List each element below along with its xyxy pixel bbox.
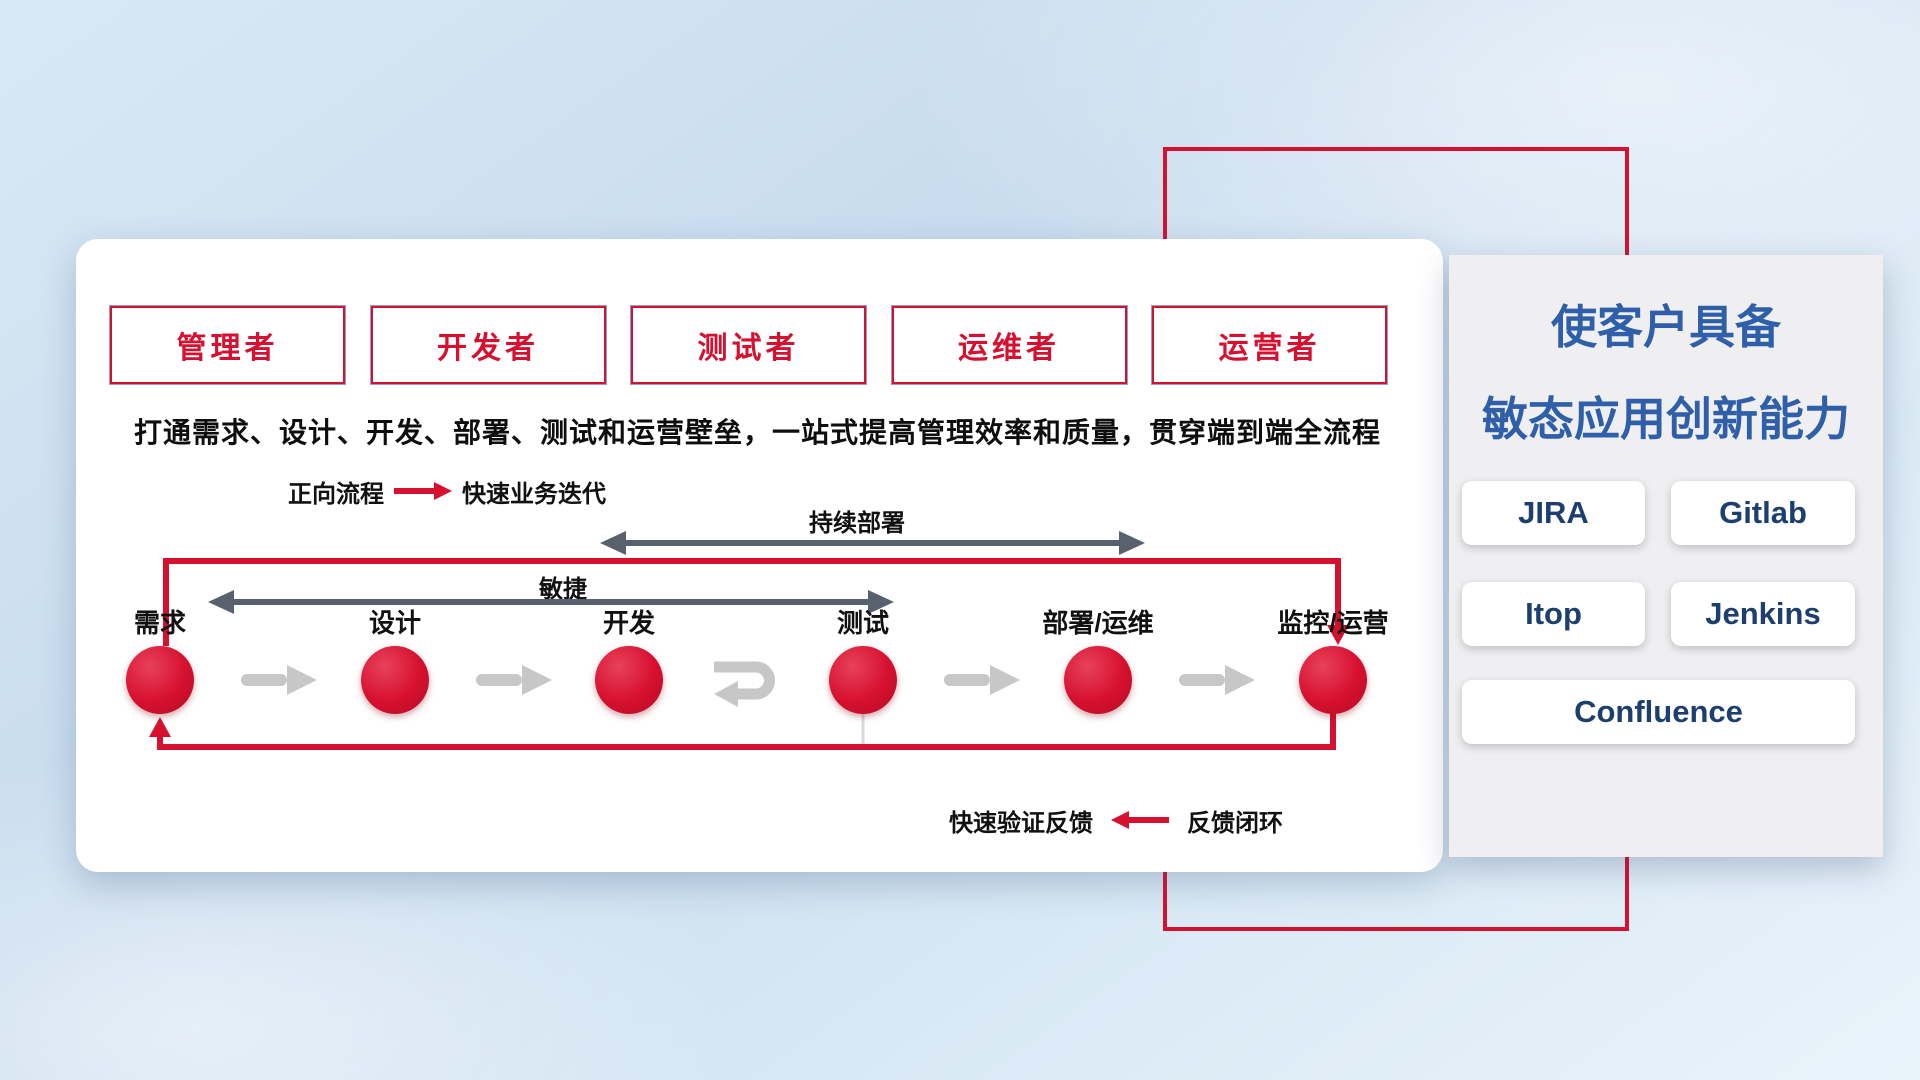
forward-arrow-icon — [394, 482, 452, 500]
tool-card-confluence: Confluence — [1462, 680, 1855, 744]
forward-flow-desc: 快速业务迭代 — [462, 480, 606, 508]
feedback-arrow-icon — [1111, 811, 1169, 829]
node-label-monitor-op: 监控/运营 — [1277, 608, 1389, 638]
forward-loop-line — [163, 558, 1349, 646]
continuous-deployment-label: 持续部署 — [809, 510, 905, 537]
forward-flow-label: 正向流程 — [288, 480, 384, 508]
tool-card-itop: Itop — [1462, 582, 1645, 646]
node-circle-monitor-op — [1299, 646, 1367, 714]
node-label-develop: 开发 — [602, 608, 656, 638]
tool-card-gitlab: Gitlab — [1671, 481, 1855, 545]
feedback-legend: 快速验证反馈 反馈闭环 — [949, 804, 1283, 837]
role-box-operator: 运营者 — [1152, 306, 1387, 384]
node-circle-deploy-ops — [1064, 646, 1132, 714]
flow-step-arrow — [241, 665, 317, 695]
flow-step-arrow — [1179, 665, 1255, 695]
node-circle-design — [361, 646, 429, 714]
role-box-ops: 运维者 — [891, 306, 1127, 384]
tool-card-jira: JIRA — [1462, 481, 1645, 545]
node-label-design: 设计 — [368, 608, 422, 638]
node-circle-requirements — [126, 646, 194, 714]
flow-step-arrow — [944, 665, 1020, 695]
headline-text: 打通需求、设计、开发、部署、测试和运营壁垒，一站式提高管理效率和质量，贯穿端到端… — [134, 417, 1382, 448]
iteration-uturn-arrow-icon — [714, 661, 775, 707]
capability-title-line1: 使客户具备 — [1551, 301, 1781, 353]
node-label-deploy-ops: 部署/运维 — [1042, 608, 1154, 638]
node-circle-test — [829, 646, 897, 714]
devops-diagram-panel: 管理者 开发者 测试者 运维者 运营者 打通需求、设计、开发、部署、测试和运营壁… — [76, 239, 1443, 872]
roles-row: 管理者 开发者 测试者 运维者 运营者 — [110, 306, 1387, 384]
role-box-tester: 测试者 — [631, 306, 866, 384]
node-label-requirements: 需求 — [133, 608, 187, 638]
role-box-developer: 开发者 — [370, 306, 606, 384]
role-box-manager: 管理者 — [110, 306, 345, 384]
feedback-loop-line — [149, 712, 1336, 750]
agile-label: 敏捷 — [539, 576, 587, 603]
feedback-label: 反馈闭环 — [1187, 809, 1283, 837]
forward-flow-legend: 正向流程 快速业务迭代 — [288, 475, 606, 508]
capability-title-line2: 敏态应用创新能力 — [1482, 393, 1850, 445]
capability-panel: 使客户具备 敏态应用创新能力 JIRA Gitlab Itop Jenkins … — [1449, 255, 1883, 857]
node-circle-develop — [595, 646, 663, 714]
feedback-text: 快速验证反馈 — [949, 809, 1093, 837]
flow-step-arrow — [476, 665, 552, 695]
tool-card-jenkins: Jenkins — [1671, 582, 1855, 646]
node-label-test: 测试 — [836, 608, 890, 638]
